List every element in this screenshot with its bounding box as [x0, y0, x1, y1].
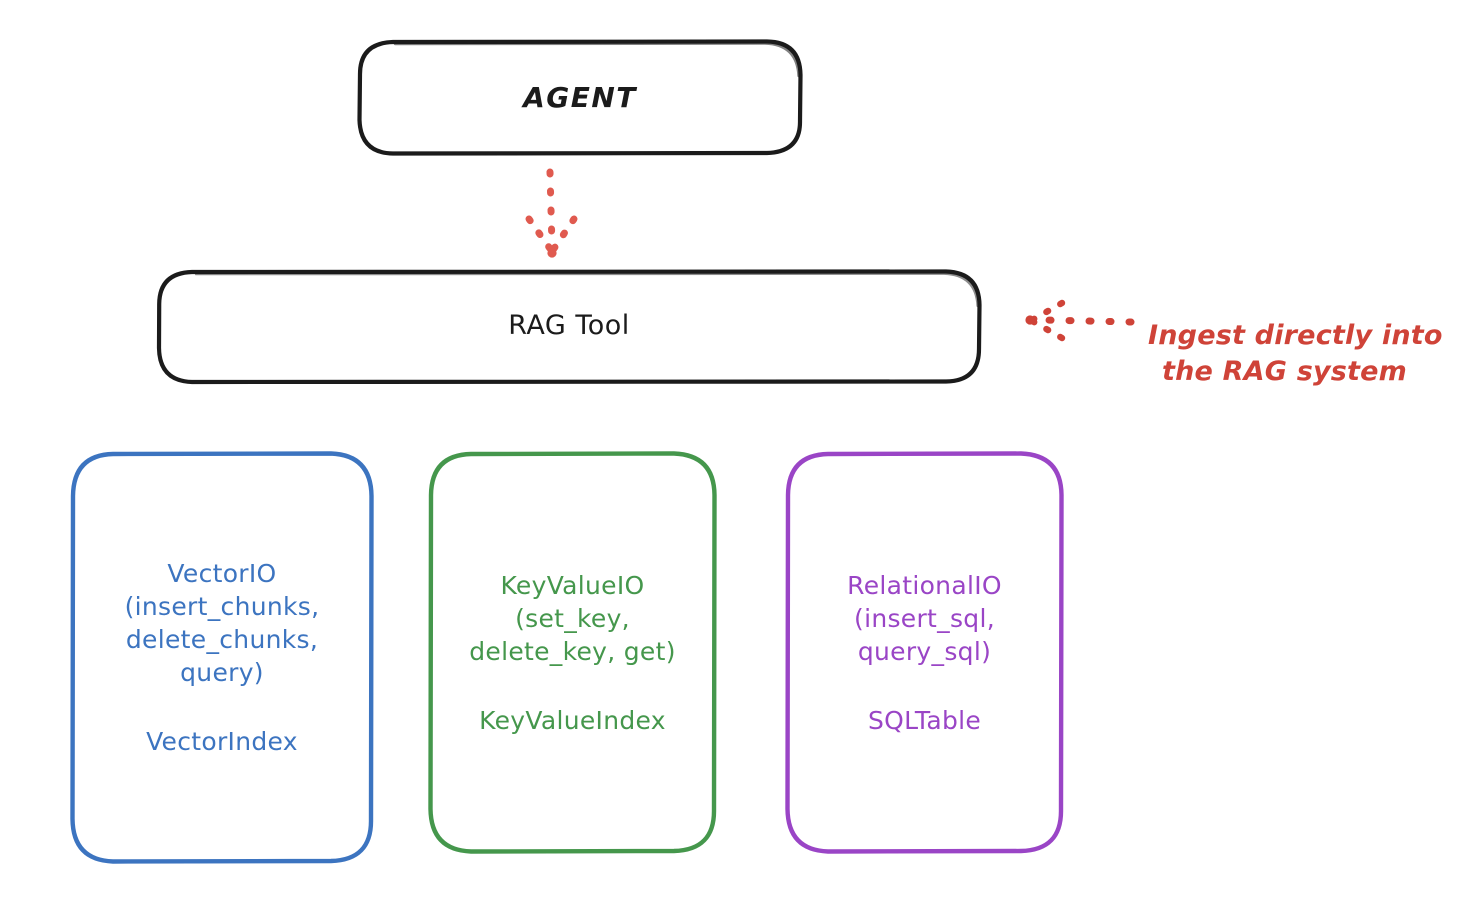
agent-node-label: AGENT	[523, 80, 637, 114]
ingest-annotation-line1: Ingest directly into	[1148, 319, 1443, 351]
ingest-annotation: Ingest directly into the RAG system	[1148, 281, 1478, 428]
vector-io-node[interactable]: VectorIO (insert_chunks, delete_chunks, …	[69, 450, 375, 865]
vector-io-node-label: VectorIO (insert_chunks, delete_chunks, …	[124, 559, 320, 687]
ingest-to-rag-arrow	[1025, 299, 1135, 342]
rag-tool-node-label: RAG Tool	[508, 310, 630, 342]
agent-node[interactable]: AGENT	[357, 39, 803, 156]
key-value-io-node[interactable]: KeyValueIO (set_key, delete_key, get) Ke…	[427, 450, 718, 855]
agent-to-rag-arrow	[525, 168, 578, 258]
relational-io-node-label: RelationalIO (insert_sql, query_sql)	[847, 570, 1002, 666]
key-value-io-node-label: KeyValueIO (set_key, delete_key, get)	[469, 570, 676, 666]
key-value-index-label: KeyValueIndex	[479, 705, 666, 735]
ingest-annotation-line2: the RAG system	[1162, 356, 1407, 388]
relational-io-node[interactable]: RelationalIO (insert_sql, query_sql) SQL…	[784, 450, 1065, 855]
rag-tool-node[interactable]: RAG Tool	[156, 269, 982, 385]
vector-index-label: VectorIndex	[146, 727, 298, 756]
sql-table-label: SQLTable	[867, 705, 982, 735]
